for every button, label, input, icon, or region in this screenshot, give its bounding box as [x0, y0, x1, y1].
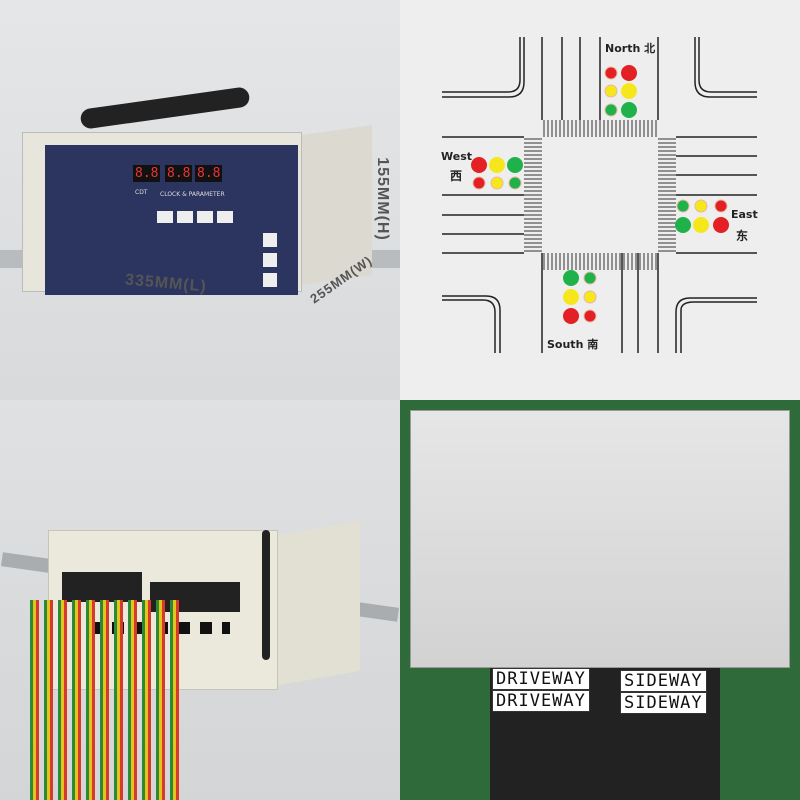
red-arrow-lamp: [472, 176, 486, 190]
case-side-rear: [278, 520, 360, 686]
cdt-display: 8.8: [133, 165, 161, 182]
controller-rear-photo: [0, 400, 400, 800]
yellow-arrow-lamp: [583, 290, 597, 304]
yellow-lamp: [563, 289, 579, 305]
red-arrow-lamp: [604, 66, 618, 80]
yellow-lamp: [489, 157, 505, 173]
green-arrow-lamp: [583, 271, 597, 285]
intersection-diagram: North 北 West 西 East 东 South 南: [400, 0, 800, 400]
red-arrow-lamp: [583, 309, 597, 323]
power-cable-rear: [262, 530, 270, 660]
road-lines: [442, 37, 757, 353]
south-label: South 南: [547, 338, 599, 351]
green-arrow-lamp: [676, 199, 690, 213]
green-lamp: [675, 217, 691, 233]
yellow-arrow-lamp: [490, 176, 504, 190]
green-lamp: [621, 102, 637, 118]
north-label: North 北: [605, 42, 656, 55]
east-label: East: [731, 208, 758, 221]
clock-display-1: 8.8: [165, 165, 193, 182]
yellow-lamp: [621, 83, 637, 99]
clock-parameter-label: CLOCK & PARAMETER: [160, 191, 225, 198]
mode-buttons[interactable]: [263, 233, 277, 288]
red-lamp: [471, 157, 487, 173]
green-lamp: [507, 157, 523, 173]
yellow-lamp: [693, 217, 709, 233]
green-arrow-lamp: [508, 176, 522, 190]
sideway-label-2: SIDEWAY: [620, 692, 707, 714]
controller-lid: [410, 410, 790, 668]
driveway-label-2: DRIVEWAY: [492, 690, 590, 712]
green-arrow-lamp: [604, 103, 618, 117]
wires: [30, 600, 180, 800]
clock-display-2: 8.8: [195, 165, 223, 182]
sideway-label-1: SIDEWAY: [620, 670, 707, 692]
plus-minus-buttons[interactable]: [157, 211, 237, 223]
intersection-svg: [442, 37, 757, 353]
driveway-label-1: DRIVEWAY: [492, 668, 590, 690]
red-lamp: [621, 65, 637, 81]
cdt-label: CDT: [135, 189, 148, 196]
crosswalks: [524, 120, 676, 270]
east-cn-label: 东: [736, 229, 749, 243]
controller-top-photo: DRIVEWAY DRIVEWAY SIDEWAY SIDEWAY: [400, 400, 800, 800]
green-lamp: [563, 270, 579, 286]
traffic-lights: [471, 65, 729, 324]
controller-front-photo: 8.8 8.8 8.8 CDT CLOCK & PARAMETER 335MM(…: [0, 0, 400, 400]
west-label: West: [441, 150, 473, 163]
height-dimension: 155MM(H): [373, 157, 391, 241]
power-cable: [79, 86, 251, 130]
connector-left: [62, 572, 142, 602]
red-lamp: [563, 308, 579, 324]
red-lamp: [713, 217, 729, 233]
yellow-arrow-lamp: [694, 199, 708, 213]
red-arrow-lamp: [714, 199, 728, 213]
control-panel: 8.8 8.8 8.8 CDT CLOCK & PARAMETER: [45, 145, 298, 295]
yellow-arrow-lamp: [604, 84, 618, 98]
west-cn-label: 西: [450, 169, 463, 183]
